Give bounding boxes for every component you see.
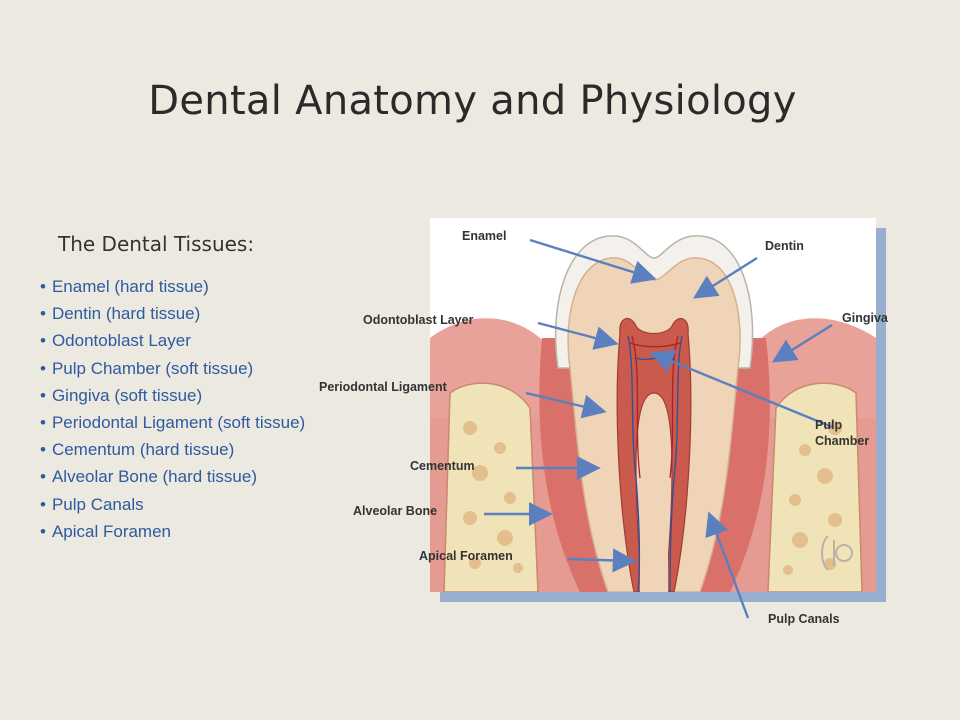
list-item: •Odontoblast Layer (40, 331, 191, 351)
tissue-list: •Enamel (hard tissue) •Dentin (hard tiss… (40, 273, 370, 545)
list-item: •Gingiva (soft tissue) (40, 385, 203, 405)
bullet-icon: • (40, 277, 46, 296)
label-odontoblast-layer: Odontoblast Layer (363, 313, 474, 327)
label-pulp-chamber: Pulp Chamber (815, 418, 870, 448)
bullet-icon: • (40, 358, 46, 378)
list-item: •Cementum (hard tissue) (40, 440, 235, 460)
list-item: •Alveolar Bone (hard tissue) (40, 467, 257, 487)
bullet-icon: • (40, 412, 46, 432)
interradicular-dentin (640, 406, 668, 592)
alveolar-bone-left (443, 382, 539, 592)
slide-title: Dental Anatomy and Physiology (148, 78, 797, 124)
list-item: •Pulp Canals (40, 494, 144, 514)
bullet-icon: • (40, 467, 46, 487)
list-item: •Pulp Chamber (soft tissue) (40, 358, 254, 378)
publisher-logo (821, 535, 853, 571)
label-pulp-canals: Pulp Canals (768, 612, 840, 626)
bullet-icon: • (40, 494, 46, 514)
bullet-icon: • (40, 331, 46, 351)
tooth-illustration (430, 218, 876, 592)
list-item: •Apical Foramen (40, 521, 172, 541)
label-cementum: Cementum (410, 459, 475, 473)
label-periodontal-ligament: Periodontal Ligament (319, 380, 447, 394)
bullet-icon: • (40, 521, 46, 541)
tooth-cross-section-image (430, 235, 876, 592)
label-alveolar-bone: Alveolar Bone (353, 504, 438, 518)
label-gingiva: Gingiva (842, 311, 888, 325)
label-dentin: Dentin (765, 239, 804, 253)
label-apical-foramen: Apical Foramen (419, 549, 513, 563)
list-item: •Dentin (hard tissue) (40, 304, 201, 324)
tissues-heading: The Dental Tissues: (58, 232, 255, 256)
label-enamel: Enamel (462, 229, 507, 243)
bullet-icon: • (40, 304, 46, 324)
list-item: •Enamel (hard tissue) (40, 277, 209, 296)
bullet-icon: • (40, 440, 46, 460)
list-item: •Periodontal Ligament (soft tissue) (40, 412, 306, 432)
bullet-icon: • (40, 385, 46, 405)
